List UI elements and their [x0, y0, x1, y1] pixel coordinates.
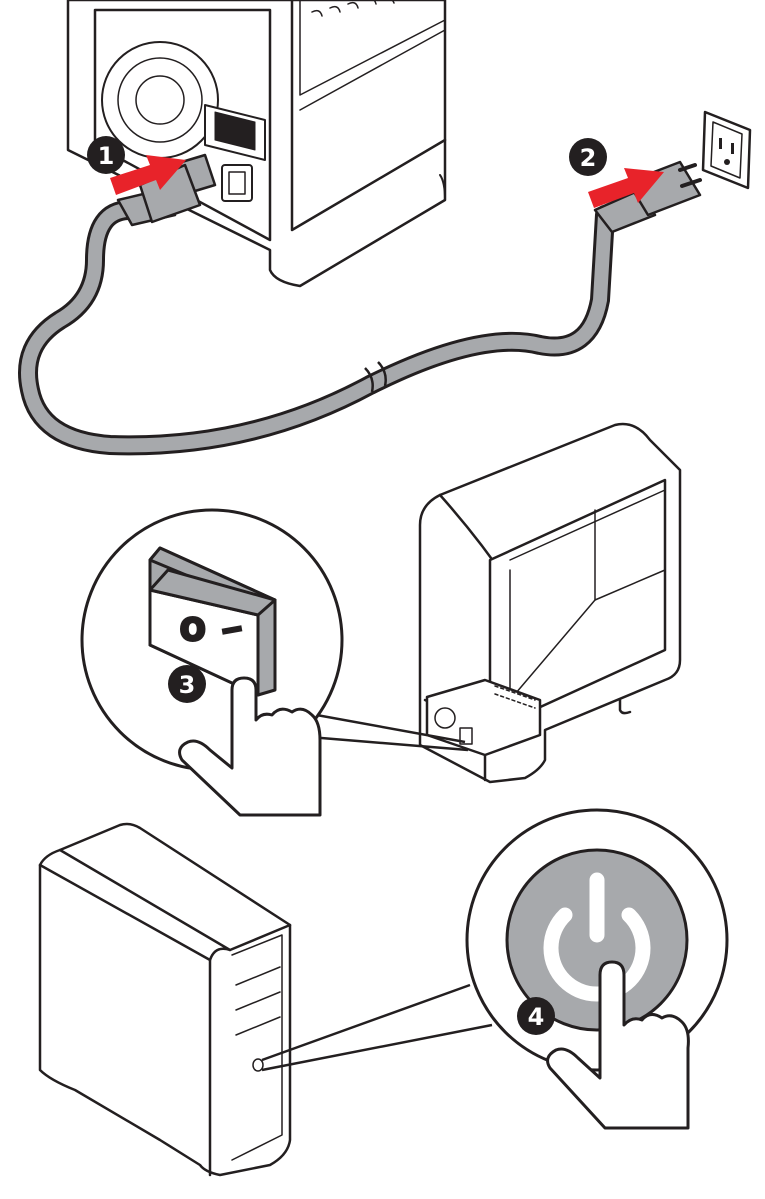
- psu-connection-panel: 1 2: [28, 0, 750, 445]
- magnifier-circle: [467, 810, 727, 1128]
- pc-case-rear: [68, 0, 445, 286]
- step-badge-3: 3: [168, 665, 206, 703]
- pc-case-back: [420, 424, 680, 782]
- step-number: 1: [98, 142, 115, 170]
- step-badge-2: 2: [569, 138, 607, 176]
- outlet-icon: [703, 112, 750, 188]
- pc-tower: [40, 824, 290, 1175]
- step-badge-4: 4: [517, 997, 555, 1035]
- magnifier-circle: O: [82, 510, 342, 815]
- step-badge-1: 1: [87, 136, 125, 174]
- power-button-panel: 4: [40, 810, 727, 1175]
- step-number: 4: [528, 1003, 545, 1031]
- switch-off-label: O: [180, 613, 206, 648]
- step-number: 3: [179, 671, 196, 699]
- power-switch-panel: O 3: [82, 424, 680, 815]
- step-number: 2: [580, 144, 597, 172]
